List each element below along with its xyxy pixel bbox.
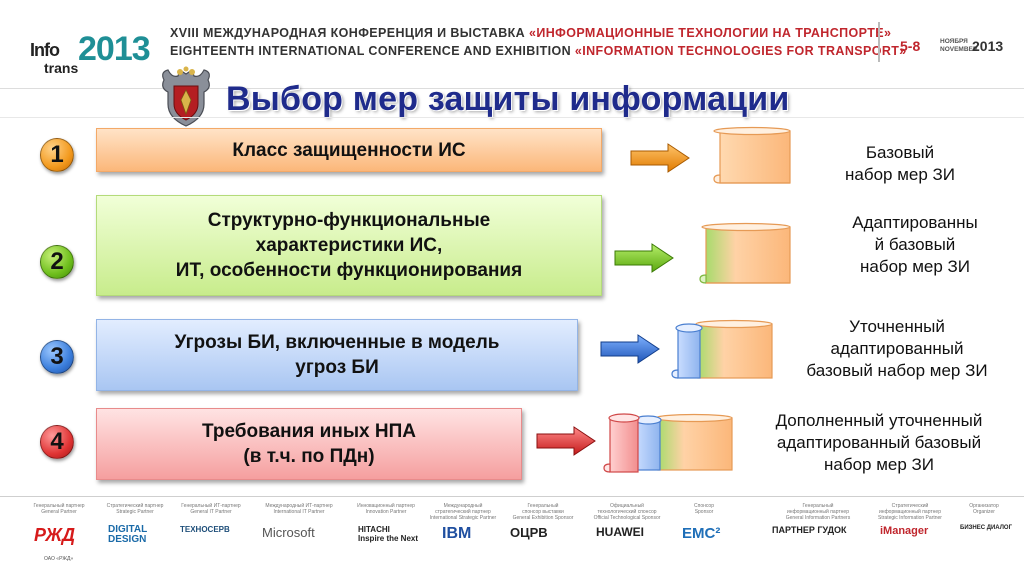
sponsor-caption: Стратегический информационный партнер St…: [878, 503, 942, 521]
sponsor-caption: Генеральный партнер General Partner: [33, 503, 85, 515]
slide-title: Выбор мер защиты информации: [226, 80, 790, 118]
sponsor-ibm: Международный стратегический партнер Int…: [428, 503, 498, 542]
sponsor-caption: Генеральный спонсор выставки General Exh…: [512, 503, 574, 521]
sponsor-caption: Международный стратегический партнер Int…: [429, 503, 497, 521]
digital-design-logo: DIGITAL DESIGN: [108, 524, 148, 545]
conference-title-ru: XVIII МЕЖДУНАРОДНАЯ КОНФЕРЕНЦИЯ И ВЫСТАВ…: [170, 26, 891, 40]
factor-text-4: Требования иных НПА (в т.ч. по ПДн): [202, 421, 416, 467]
gudok-logo: ПАРТНЕР ГУДОК: [772, 525, 847, 535]
date-days: 5-8: [900, 38, 921, 54]
factor-text-2: Структурно-функциональные характеристики…: [175, 210, 523, 281]
sponsor-caption: Инновационный партнер Innovation Partner: [357, 503, 415, 515]
conference-ru-name: «ИНФОРМАЦИОННЫЕ ТЕХНОЛОГИИ НА ТРАНСПОРТЕ…: [528, 26, 892, 40]
result-text-4: Дополненный уточненный адаптированный ба…: [775, 411, 983, 474]
factor-box-2: Структурно-функциональные характеристики…: [96, 195, 602, 296]
scroll-icon-3: [671, 319, 773, 379]
factor-box-1: Класс защищенности ИС: [96, 128, 602, 172]
sponsor-microsoft: Международный ИТ-партнер International I…: [256, 503, 342, 540]
arrow-right-icon-4: [536, 426, 596, 456]
business-dialog-logo: БИЗНЕС ДИАЛОГ: [960, 525, 1012, 531]
result-text-3: Уточненный адаптированный базовый набор …: [806, 317, 988, 380]
rzd-caption: ОАО «РЖД»: [44, 556, 74, 562]
step-number-4: 4: [40, 425, 74, 459]
infotrans-logo: Info trans 2013: [22, 24, 152, 76]
result-text-1: Базовый набор мер ЗИ: [844, 143, 956, 184]
footer-rule: [0, 496, 1024, 497]
technoserv-logo: ТЕХНОСЕРВ: [180, 525, 230, 534]
sponsor-strip: Генеральный партнер General Partner РЖД …: [28, 503, 1018, 573]
sponsor-hitachi: Инновационный партнер Innovation Partner…: [350, 503, 422, 543]
logo-trans-text: trans: [44, 60, 79, 76]
step-number-1: 1: [40, 138, 74, 172]
date-month-ru: НОЯБРЯ: [940, 38, 968, 45]
header-rule: [0, 88, 1024, 89]
header-divider: [878, 22, 880, 62]
logo-info-text: Info: [30, 40, 60, 60]
conference-title-en: EIGHTEENTH INTERNATIONAL CONFERENCE AND …: [170, 44, 907, 58]
arrow-right-icon-1: [630, 143, 690, 173]
sponsor-caption: Организатор Organizer: [969, 503, 999, 515]
sponsor-technoserv: Генеральный ИТ-партнер General IT Partne…: [176, 503, 246, 534]
sponsor-rzd: Генеральный партнер General Partner РЖД: [28, 503, 90, 545]
microsoft-logo: Microsoft: [262, 525, 315, 540]
scroll-icon-1: [713, 126, 791, 184]
title-rule: [0, 117, 1024, 118]
factor-text-1: Класс защищенности ИС: [232, 139, 466, 161]
hitachi-logo: HITACHI Inspire the Next: [358, 525, 419, 543]
sponsor-ocrv: Генеральный спонсор выставки General Exh…: [506, 503, 580, 540]
ibm-logo: IBM: [442, 525, 472, 542]
arrow-right-icon-3: [600, 334, 660, 364]
scroll-icon-4: [603, 413, 733, 473]
factor-text-3: Угрозы БИ, включенные в модель угроз БИ: [174, 332, 500, 378]
factor-box-3: Угрозы БИ, включенные в модель угроз БИ: [96, 319, 578, 391]
sponsor-caption: Стратегический партнер Strategic Partner: [106, 503, 164, 515]
logo-year-text: 2013: [78, 30, 151, 68]
conference-ru-prefix: XVIII МЕЖДУНАРОДНАЯ КОНФЕРЕНЦИЯ И ВЫСТАВ…: [170, 26, 529, 40]
factor-box-4: Требования иных НПА (в т.ч. по ПДн): [96, 408, 522, 480]
conference-en-name: «INFORMATION TECHNOLOGIES FOR TRANSPORT»: [574, 44, 907, 58]
sponsor-huawei: Официальный технологический спонсор Offi…: [588, 503, 666, 539]
conference-en-prefix: EIGHTEENTH INTERNATIONAL CONFERENCE AND …: [170, 44, 575, 58]
ocrv-logo: ОЦРВ: [510, 525, 548, 540]
sponsor-business-dialog: Организатор Organizer БИЗНЕС ДИАЛОГ: [954, 503, 1014, 531]
sponsor-caption: Генеральный информационный партнер Gener…: [785, 503, 851, 521]
result-text-2: Адаптированны й базовый набор мер ЗИ: [852, 213, 978, 276]
sponsor-caption: Официальный технологический спонсор Offi…: [593, 503, 661, 521]
scroll-icon-2: [699, 222, 791, 284]
sponsor-imanager: Стратегический информационный партнер St…: [874, 503, 946, 537]
emc-logo: EMC²: [682, 525, 721, 542]
huawei-logo: HUAWEI: [596, 525, 644, 539]
sponsor-caption: Генеральный ИТ-партнер General IT Partne…: [181, 503, 241, 515]
sponsor-caption: Спонсор Sponsor: [694, 503, 714, 515]
date-month-en: NOVEMBER: [940, 46, 978, 53]
step-number-2: 2: [40, 245, 74, 279]
sponsor-emc: Спонсор Sponsor EMC²: [676, 503, 732, 542]
sponsor-gudok: Генеральный информационный партнер Gener…: [768, 503, 868, 535]
imanager-logo: iManager: [880, 525, 929, 537]
step-number-3: 3: [40, 340, 74, 374]
sponsor-caption: Международный ИТ-партнер International I…: [265, 503, 333, 515]
sponsor-digital-design: Стратегический партнер Strategic Partner…: [100, 503, 170, 545]
arrow-right-icon-2: [614, 243, 674, 273]
rzd-logo: РЖД: [34, 525, 76, 545]
eagle-crest-icon: [162, 66, 210, 127]
date-year: 2013: [972, 38, 1004, 54]
